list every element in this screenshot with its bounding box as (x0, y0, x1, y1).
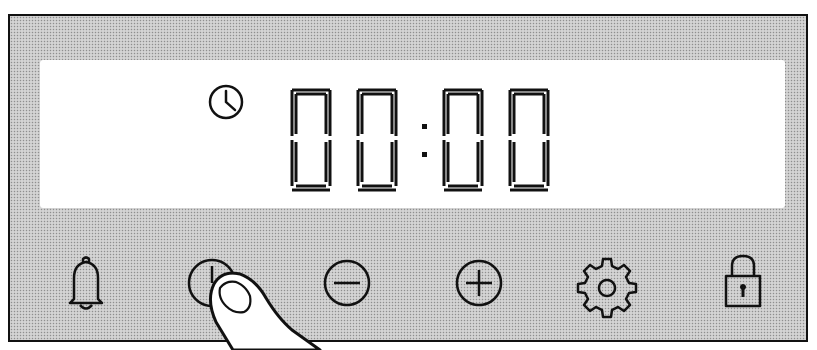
plus-icon[interactable] (457, 261, 501, 305)
bell-icon[interactable] (70, 258, 102, 309)
clock-button-icon[interactable] (189, 260, 235, 306)
gear-icon[interactable] (578, 259, 636, 317)
minus-icon[interactable] (325, 261, 369, 305)
finger-pointer-icon (210, 273, 320, 350)
lock-icon[interactable] (726, 256, 760, 306)
